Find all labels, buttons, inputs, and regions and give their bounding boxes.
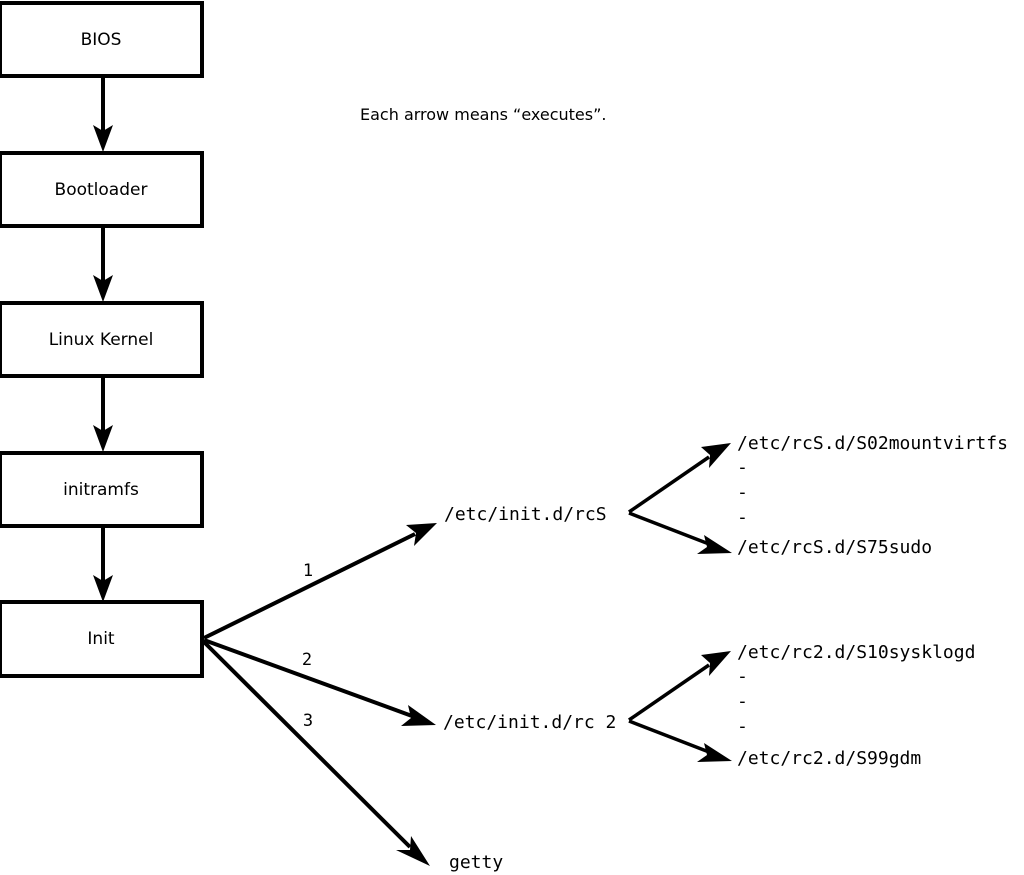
arrowhead-icon (701, 443, 731, 468)
label-rc2-first-script: /etc/rc2.d/S10sysklogd (737, 642, 975, 663)
arrowhead-icon (406, 523, 437, 546)
arrow-rcs-to-first-script (628, 443, 731, 514)
arrowhead-icon (697, 743, 732, 762)
label-etc-init-d-rcs: /etc/init.d/rcS (444, 504, 607, 525)
node-bios: BIOS (0, 1, 204, 78)
linux-kernel-label: Linux Kernel (49, 330, 154, 350)
initramfs-label: initramfs (63, 480, 139, 500)
arrow-rc2-to-last-script (628, 719, 732, 762)
edge-number-1: 1 (303, 561, 313, 581)
initramfs-box (0, 451, 204, 528)
arrowhead-icon (701, 651, 731, 676)
label-etc-init-d-rc-2: /etc/init.d/rc 2 (443, 712, 616, 733)
arrowhead-icon (93, 425, 113, 452)
arrowhead-icon (93, 275, 113, 302)
arrow-rc2-to-first-script (628, 651, 731, 722)
edge-number-2: 2 (302, 650, 312, 670)
node-bootloader: Bootloader (0, 151, 204, 228)
ellipsis-dash: - (737, 507, 748, 528)
label-rc2-last-script: /etc/rc2.d/S99gdm (737, 748, 921, 769)
bios-box (0, 1, 204, 78)
init-box (0, 600, 204, 678)
arrow-rcs-to-last-script (628, 511, 732, 554)
bootloader-box (0, 151, 204, 228)
diagram-caption: Each arrow means “executes”. (360, 105, 606, 124)
arrow-init-to-getty: 3 (202, 640, 430, 866)
node-linux-kernel: Linux Kernel (0, 301, 204, 378)
ellipsis-dash: - (737, 716, 748, 737)
node-initramfs: initramfs (0, 451, 204, 528)
arrowhead-icon (396, 836, 430, 866)
label-rcs-first-script: /etc/rcS.d/S02mountvirtfs (737, 433, 1008, 454)
ellipsis-dash: - (737, 457, 748, 478)
arrow-bootloader-to-kernel (93, 226, 113, 302)
arrowhead-icon (93, 575, 113, 602)
arrowhead-icon (93, 125, 113, 152)
ellipsis-dash: - (737, 691, 748, 712)
arrowhead-icon (697, 535, 732, 554)
ellipsis-dash: - (737, 666, 748, 687)
bootloader-label: Bootloader (55, 180, 148, 200)
label-rcs-last-script: /etc/rcS.d/S75sudo (737, 537, 932, 558)
bios-label: BIOS (81, 30, 122, 50)
arrow-kernel-to-initramfs (93, 376, 113, 452)
arrowhead-icon (401, 705, 436, 726)
label-getty: getty (449, 852, 503, 873)
arrow-init-to-rcs: 1 (203, 523, 437, 640)
arrow-bios-to-bootloader (93, 76, 113, 152)
edge-number-3: 3 (303, 711, 313, 731)
arrow-init-to-rc2: 2 (203, 638, 436, 726)
init-label: Init (87, 629, 115, 649)
node-init: Init (0, 600, 204, 678)
arrow-initramfs-to-init (93, 526, 113, 602)
ellipsis-dash: - (737, 482, 748, 503)
linux-kernel-box (0, 301, 204, 378)
